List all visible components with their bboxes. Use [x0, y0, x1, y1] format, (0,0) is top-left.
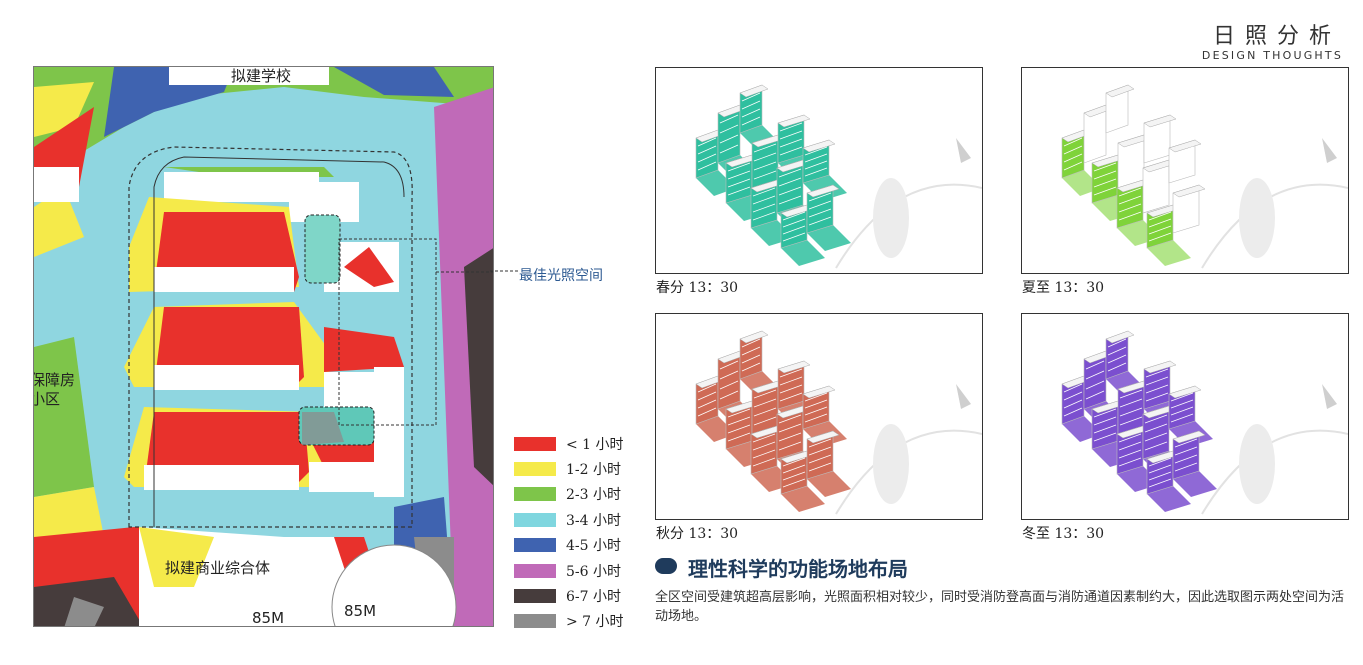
page-subtitle: DESIGN THOUGHTS — [1201, 49, 1343, 62]
panel-caption-autumn: 秋分 13：30 — [656, 526, 739, 542]
panel-illustration — [1061, 330, 1348, 515]
panel-illustration — [695, 84, 982, 269]
legend-item: 6-7 小时 — [514, 583, 624, 608]
section-body: 全区空间受建筑超高层影响，光照面积相对较少，同时受消防登高面与消防通道因素制约大… — [655, 590, 1345, 624]
legend-swatch — [514, 462, 556, 477]
shadow-panel-summer — [1021, 67, 1349, 274]
legend-item: < 1 小时 — [514, 431, 624, 456]
shadow-panel-spring — [655, 67, 983, 274]
height-label-left: 85M — [252, 609, 285, 627]
legend-item: 5-6 小时 — [514, 558, 624, 583]
section-marker — [655, 558, 677, 574]
page-title: 日照分析 — [1212, 24, 1341, 49]
shadow-panel-autumn — [655, 313, 983, 520]
legend-item: 3-4 小时 — [514, 507, 624, 532]
legend-label: > 7 小时 — [566, 614, 624, 631]
housing-label-line2: 小区 — [33, 390, 61, 408]
legend-item: 4-5 小时 — [514, 533, 624, 558]
panel-illustration — [1061, 84, 1348, 269]
panel-caption-summer: 夏至 13：30 — [1022, 280, 1105, 296]
legend-label: 3-4 小时 — [566, 512, 621, 529]
sunlight-analysis-map: 拟建学校 拟建商业综合体 保障房 小区 85M 85M — [33, 66, 494, 627]
legend-label: 5-6 小时 — [566, 563, 621, 580]
legend-swatch — [514, 436, 556, 451]
panel-caption-winter: 冬至 13：30 — [1022, 526, 1105, 542]
shadow-panel-winter — [1021, 313, 1349, 520]
panel-illustration — [695, 330, 982, 515]
section-title: 理性科学的功能场地布局 — [688, 557, 908, 581]
legend-item: > 7 小时 — [514, 609, 624, 634]
sunlight-map-graphic — [34, 67, 493, 626]
height-label-right: 85M — [344, 602, 377, 620]
housing-label-line1: 保障房 — [33, 371, 76, 389]
legend-swatch — [514, 563, 556, 578]
commercial-label: 拟建商业综合体 — [165, 559, 271, 577]
legend-item: 2-3 小时 — [514, 482, 624, 507]
legend-swatch — [514, 487, 556, 502]
sunlight-hours-legend: < 1 小时 1-2 小时 2-3 小时 3-4 小时 4-5 小时 5-6 小… — [514, 431, 624, 634]
legend-swatch — [514, 538, 556, 553]
legend-label: 2-3 小时 — [566, 487, 621, 504]
best-sunlight-callout: 最佳光照空间 — [519, 268, 603, 284]
callout-leader — [490, 270, 518, 272]
panel-caption-spring: 春分 13：30 — [656, 280, 739, 296]
legend-label: 6-7 小时 — [566, 589, 621, 606]
legend-label: 1-2 小时 — [566, 462, 621, 479]
legend-item: 1-2 小时 — [514, 456, 624, 481]
legend-swatch — [514, 512, 556, 527]
legend-label: < 1 小时 — [566, 436, 624, 453]
school-label: 拟建学校 — [231, 67, 292, 85]
legend-label: 4-5 小时 — [566, 538, 621, 555]
legend-swatch — [514, 589, 556, 604]
legend-swatch — [514, 614, 556, 629]
